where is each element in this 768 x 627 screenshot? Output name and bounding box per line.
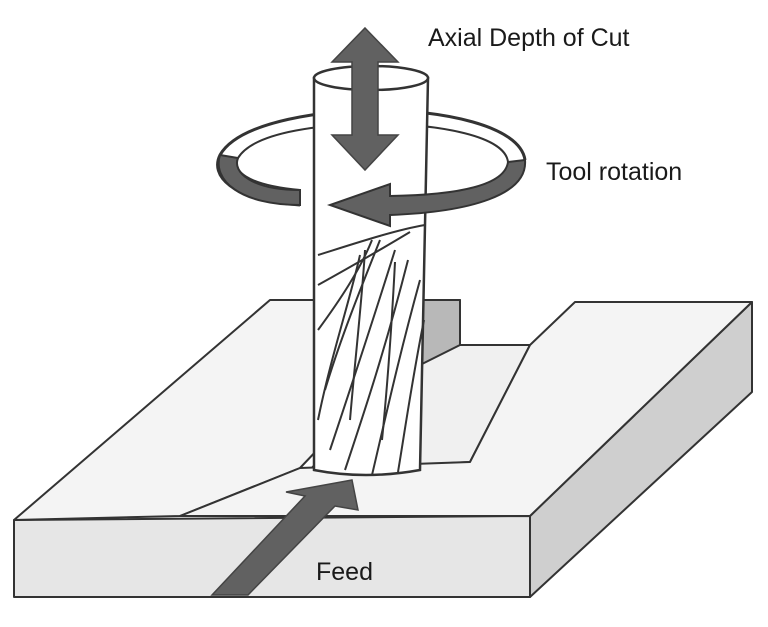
workpiece-top-right: [179, 301, 753, 517]
tool-shank: [312, 76, 430, 477]
feed-label: Feed: [316, 558, 373, 586]
rotation-arrow-front: [326, 158, 527, 228]
axial-depth-label: Axial Depth of Cut: [428, 24, 630, 52]
rotation-band-left-tail: [217, 153, 301, 207]
axial-depth-arrow: [330, 26, 400, 172]
feed-arrow: [210, 479, 359, 596]
tool-flutes: [317, 224, 426, 476]
tool-rotation-label: Tool rotation: [546, 158, 682, 186]
